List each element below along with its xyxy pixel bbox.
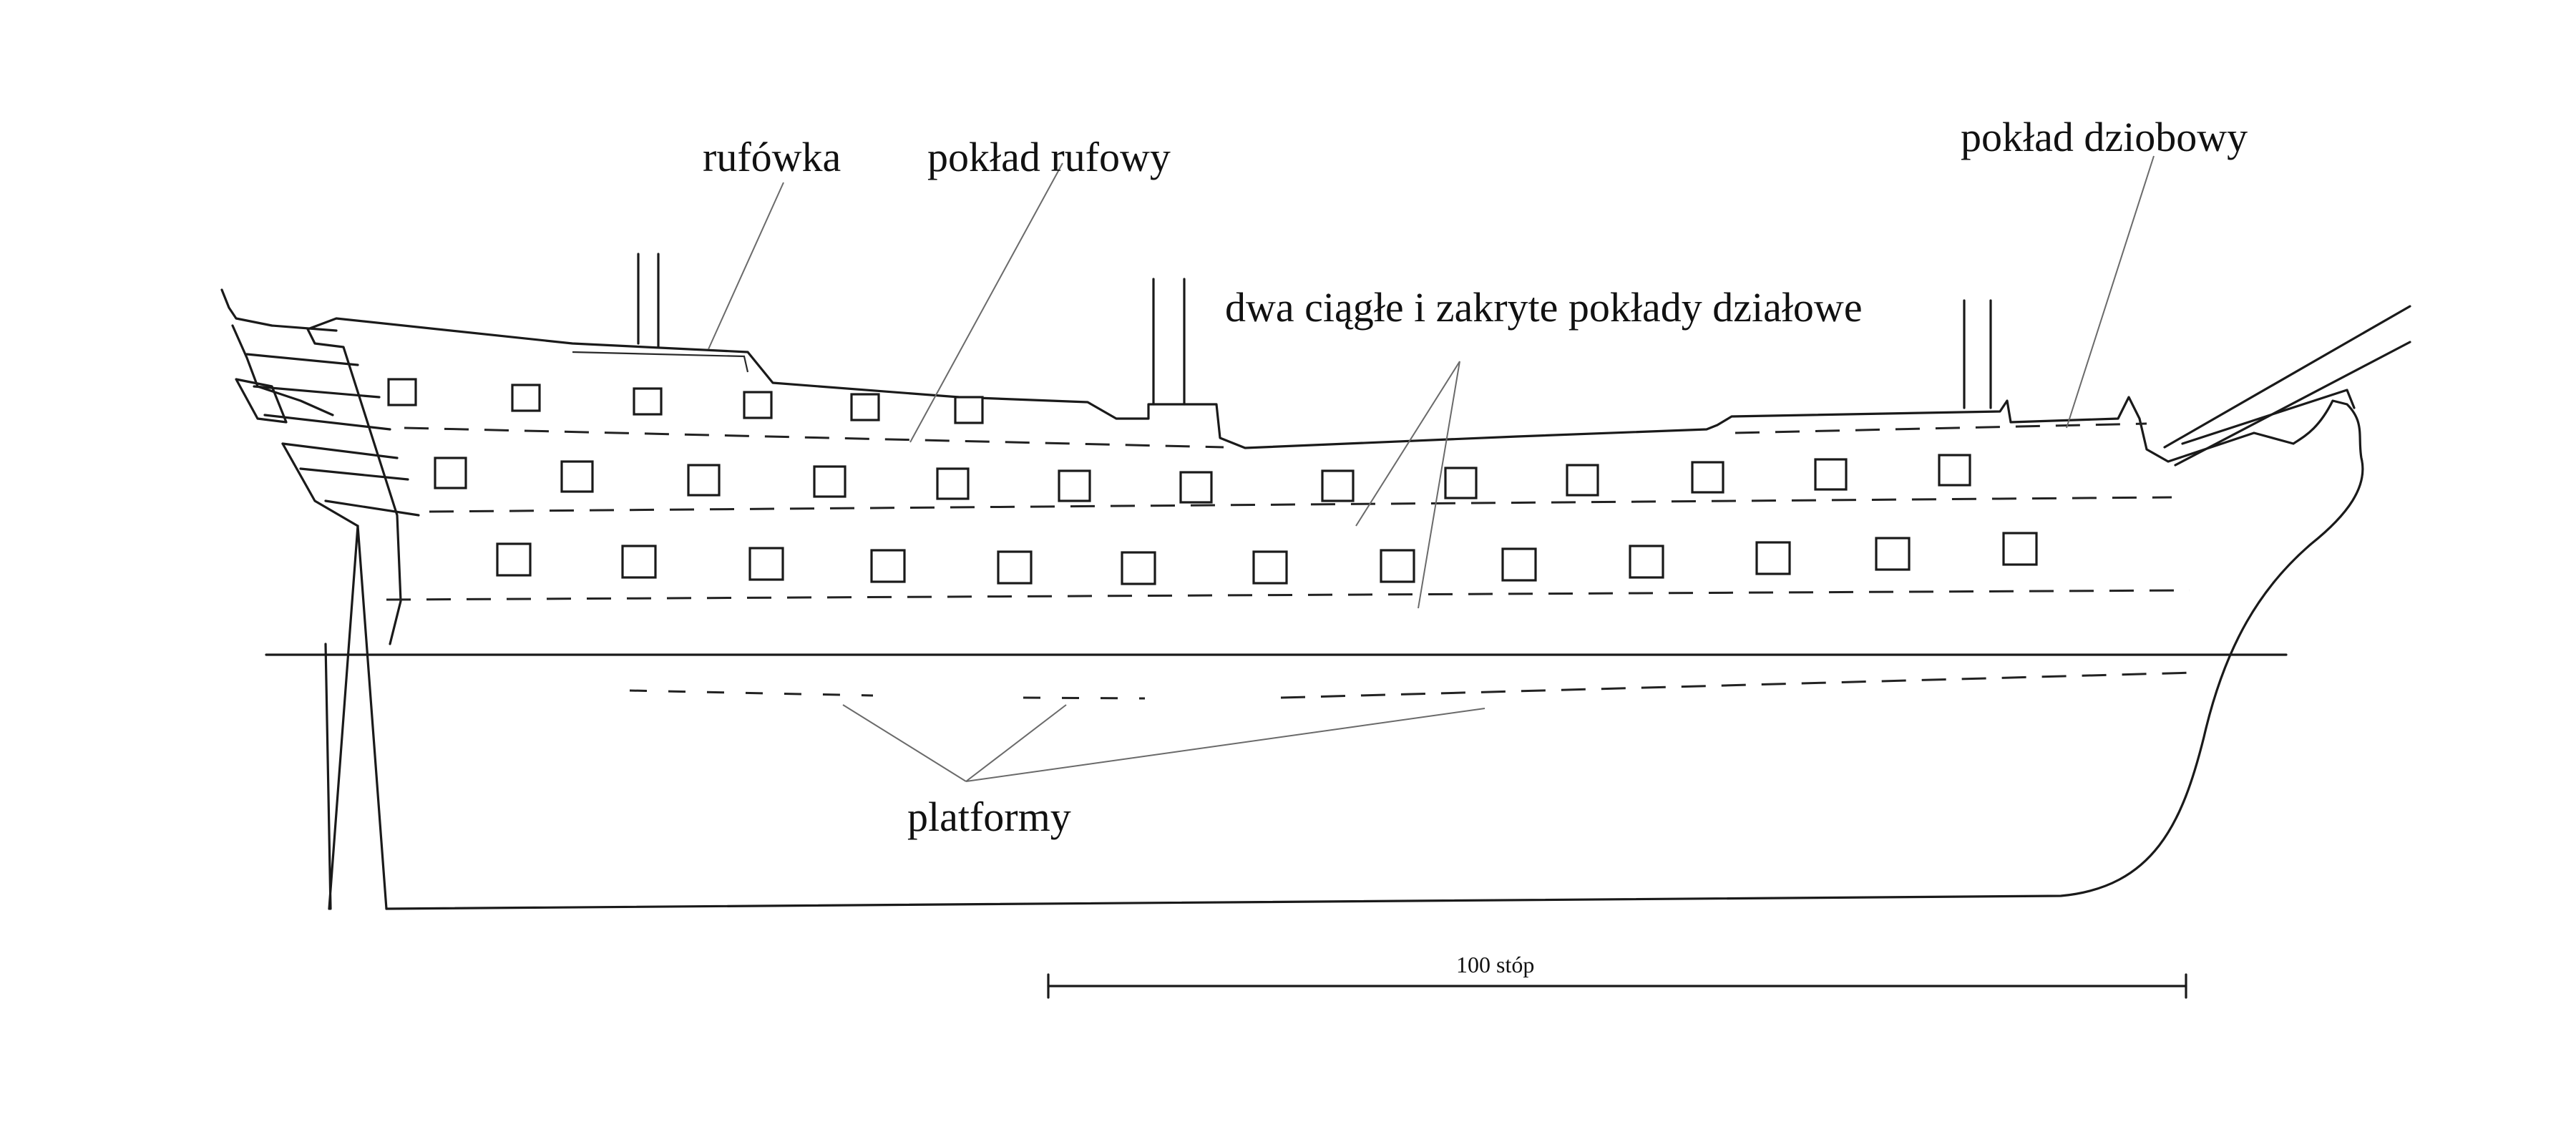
gunports-lower: [496, 532, 2038, 585]
bowsprit: [2163, 305, 2411, 467]
hull-outline: [306, 317, 2364, 910]
label-platformy: platformy: [907, 794, 1071, 840]
label-poklad-dziobowy: pokład dziobowy: [1961, 114, 2248, 160]
deck-lines: [386, 422, 2194, 700]
scale-bar-label: 100 stóp: [1456, 952, 1535, 977]
gunports-middle: [434, 454, 1971, 504]
stern-gallery: [220, 288, 420, 527]
poop-rail: [572, 351, 749, 373]
masts: [637, 253, 1992, 409]
label-poklad-rufowy: pokład rufowy: [927, 134, 1171, 180]
label-poklady-dzialowe: dwa ciągłe i zakryte pokłady działowe: [1225, 284, 1863, 331]
leader-lines: [708, 155, 2155, 782]
gunports-upper: [387, 378, 984, 424]
sternpost: [324, 525, 388, 910]
label-rufowka: rufówka: [703, 134, 841, 180]
scale-bar: [1047, 973, 2187, 999]
